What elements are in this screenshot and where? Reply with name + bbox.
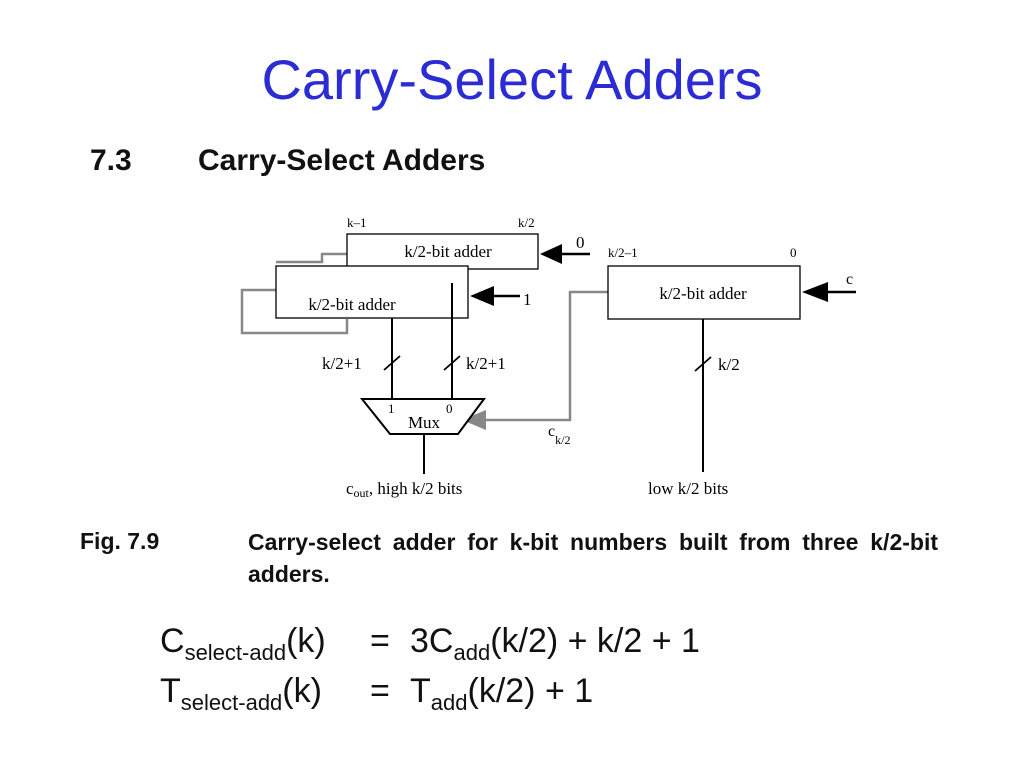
upper-adder-box <box>346 233 539 270</box>
cost-rhs-post: (k/2) + k/2 + 1 <box>490 622 700 660</box>
carry-in-c-arrowhead <box>802 282 828 302</box>
output-high-sub: out <box>354 486 370 500</box>
upper-adder-msb: k–1 <box>347 215 367 230</box>
output-low-label: low k/2 bits <box>648 479 728 498</box>
figure-caption: Carry-select adder for k-bit numbers bui… <box>248 529 938 587</box>
time-lhs: Tselect-add(k) <box>160 672 360 716</box>
cost-rhs-sub: add <box>453 640 491 665</box>
lower-adder-label: k/2-bit adder <box>308 295 396 314</box>
select-wire <box>480 290 609 422</box>
cost-rhs-pre: 3C <box>410 622 454 660</box>
bus-left-label: k/2+1 <box>322 354 362 373</box>
gray-wires <box>240 252 609 422</box>
figure-label: Fig. 7.9 <box>80 528 160 554</box>
carry-in-c-label: c <box>846 271 853 288</box>
section-title: Carry-Select Adders <box>198 144 486 177</box>
cost-var: C <box>160 622 185 660</box>
select-signal-label: ck/2 <box>548 423 570 447</box>
slide-title: Carry-Select Adders <box>261 48 763 111</box>
upper-adder-lsb: k/2 <box>518 215 535 230</box>
right-adder-lsb: 0 <box>790 245 797 260</box>
time-sub: select-add <box>180 690 283 715</box>
carry-in-1-arrowhead <box>470 286 494 306</box>
time-arg: (k) <box>282 672 322 710</box>
time-var: T <box>160 672 181 710</box>
bus-mid-slash <box>443 355 461 371</box>
time-equation: Tselect-add(k) = Tadd(k/2) + 1 <box>160 672 593 716</box>
output-high-label: cout, high k/2 bits <box>346 479 462 500</box>
carry-in-0-arrowhead <box>540 244 562 264</box>
lower-adder-box <box>275 265 469 319</box>
mux-label: Mux <box>408 413 441 432</box>
select-arrowhead <box>462 410 486 430</box>
bus-right-label: k/2 <box>718 355 740 374</box>
time-equals: = <box>370 672 390 710</box>
output-high-rest: , high k/2 bits <box>369 479 463 498</box>
time-rhs-post: (k/2) + 1 <box>467 672 594 710</box>
mux-shape <box>359 398 486 435</box>
carry-in-0-label: 0 <box>576 233 585 252</box>
time-rhs: Tadd(k/2) + 1 <box>410 672 593 716</box>
cost-equals: = <box>370 622 390 660</box>
lower-adder-feedback-wire <box>240 288 349 335</box>
upper-adder-feedback-wire <box>276 252 347 264</box>
mux-input-1: 1 <box>388 401 395 416</box>
output-high-c: c <box>346 479 354 498</box>
cost-rhs: 3Cadd(k/2) + k/2 + 1 <box>410 622 700 666</box>
select-signal-c: c <box>548 423 555 440</box>
bus-mid-label: k/2+1 <box>466 354 506 373</box>
select-signal-sub: k/2 <box>555 433 570 447</box>
section-number: 7.3 <box>90 144 132 177</box>
cost-lhs: Cselect-add(k) <box>160 622 360 666</box>
mux-input-0: 0 <box>446 401 453 416</box>
right-adder-label: k/2-bit adder <box>659 284 747 303</box>
bus-right-slash <box>694 356 712 372</box>
time-rhs-pre: T <box>410 672 431 710</box>
bus-left-slash <box>383 355 401 371</box>
time-rhs-sub: add <box>430 690 468 715</box>
carry-in-1-label: 1 <box>523 290 532 309</box>
cost-sub: select-add <box>184 640 287 665</box>
cost-equation: Cselect-add(k) = 3Cadd(k/2) + k/2 + 1 <box>160 622 700 666</box>
cost-arg: (k) <box>286 622 326 660</box>
right-adder-msb: k/2–1 <box>608 245 638 260</box>
right-adder-box <box>607 265 801 320</box>
upper-adder-label: k/2-bit adder <box>404 242 492 261</box>
